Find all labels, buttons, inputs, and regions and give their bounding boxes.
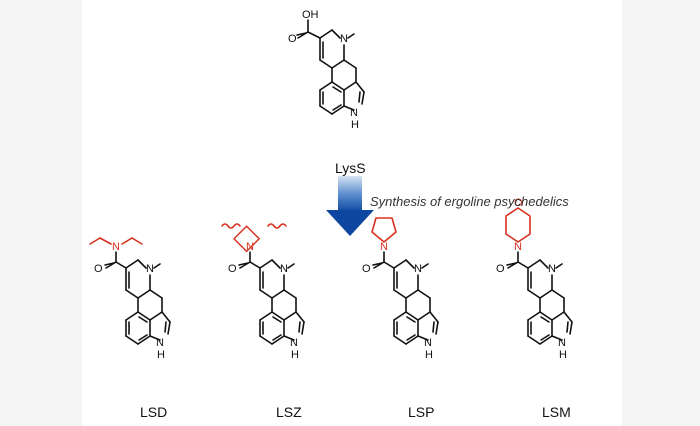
lsd-structure: O N N N H xyxy=(89,237,171,361)
lyss-structure: OH O N N H xyxy=(288,9,365,131)
svg-text:H: H xyxy=(559,349,567,361)
lsm-label: LSM xyxy=(542,404,571,420)
lsm-morpholine-oxygen: O xyxy=(514,197,523,209)
lyss-label: LysS xyxy=(335,160,366,176)
svg-text:N: N xyxy=(156,337,164,349)
svg-text:N: N xyxy=(414,263,422,275)
synthesis-caption: Synthesis of ergoline psychedelics xyxy=(370,194,569,209)
svg-text:N: N xyxy=(280,263,288,275)
svg-text:N: N xyxy=(558,337,566,349)
lsm-carbonyl-oxygen: O xyxy=(496,263,505,275)
lsp-amide-nitrogen: N xyxy=(380,241,388,253)
lsp-carbonyl-oxygen: O xyxy=(362,263,371,275)
lsd-amide-nitrogen: N xyxy=(112,241,120,253)
ring-nitrogen-atom: N xyxy=(340,33,348,45)
svg-text:N: N xyxy=(548,263,556,275)
svg-text:H: H xyxy=(425,349,433,361)
svg-text:N: N xyxy=(290,337,298,349)
indole-h-atom: H xyxy=(351,119,359,131)
hydroxyl-atom: OH xyxy=(302,9,319,21)
lsm-structure: O N O N N H xyxy=(496,197,573,361)
lsz-label: LSZ xyxy=(276,404,302,420)
lsp-label: LSP xyxy=(408,404,435,420)
svg-text:N: N xyxy=(424,337,432,349)
lsz-structure: O N N N H xyxy=(221,223,305,361)
carbonyl-oxygen-atom: O xyxy=(288,33,297,45)
svg-text:H: H xyxy=(157,349,165,361)
lsm-amide-nitrogen: N xyxy=(514,241,522,253)
svg-text:H: H xyxy=(291,349,299,361)
lsd-label: LSD xyxy=(140,404,168,420)
lsp-structure: O N N N H xyxy=(362,217,439,361)
lsz-carbonyl-oxygen: O xyxy=(228,263,237,275)
indole-nh-atom: N xyxy=(350,107,358,119)
svg-text:N: N xyxy=(146,263,154,275)
synthesis-arrow xyxy=(326,176,374,236)
left-margin-band xyxy=(0,0,82,426)
right-margin-band xyxy=(622,0,700,426)
lsd-carbonyl-oxygen: O xyxy=(94,263,103,275)
